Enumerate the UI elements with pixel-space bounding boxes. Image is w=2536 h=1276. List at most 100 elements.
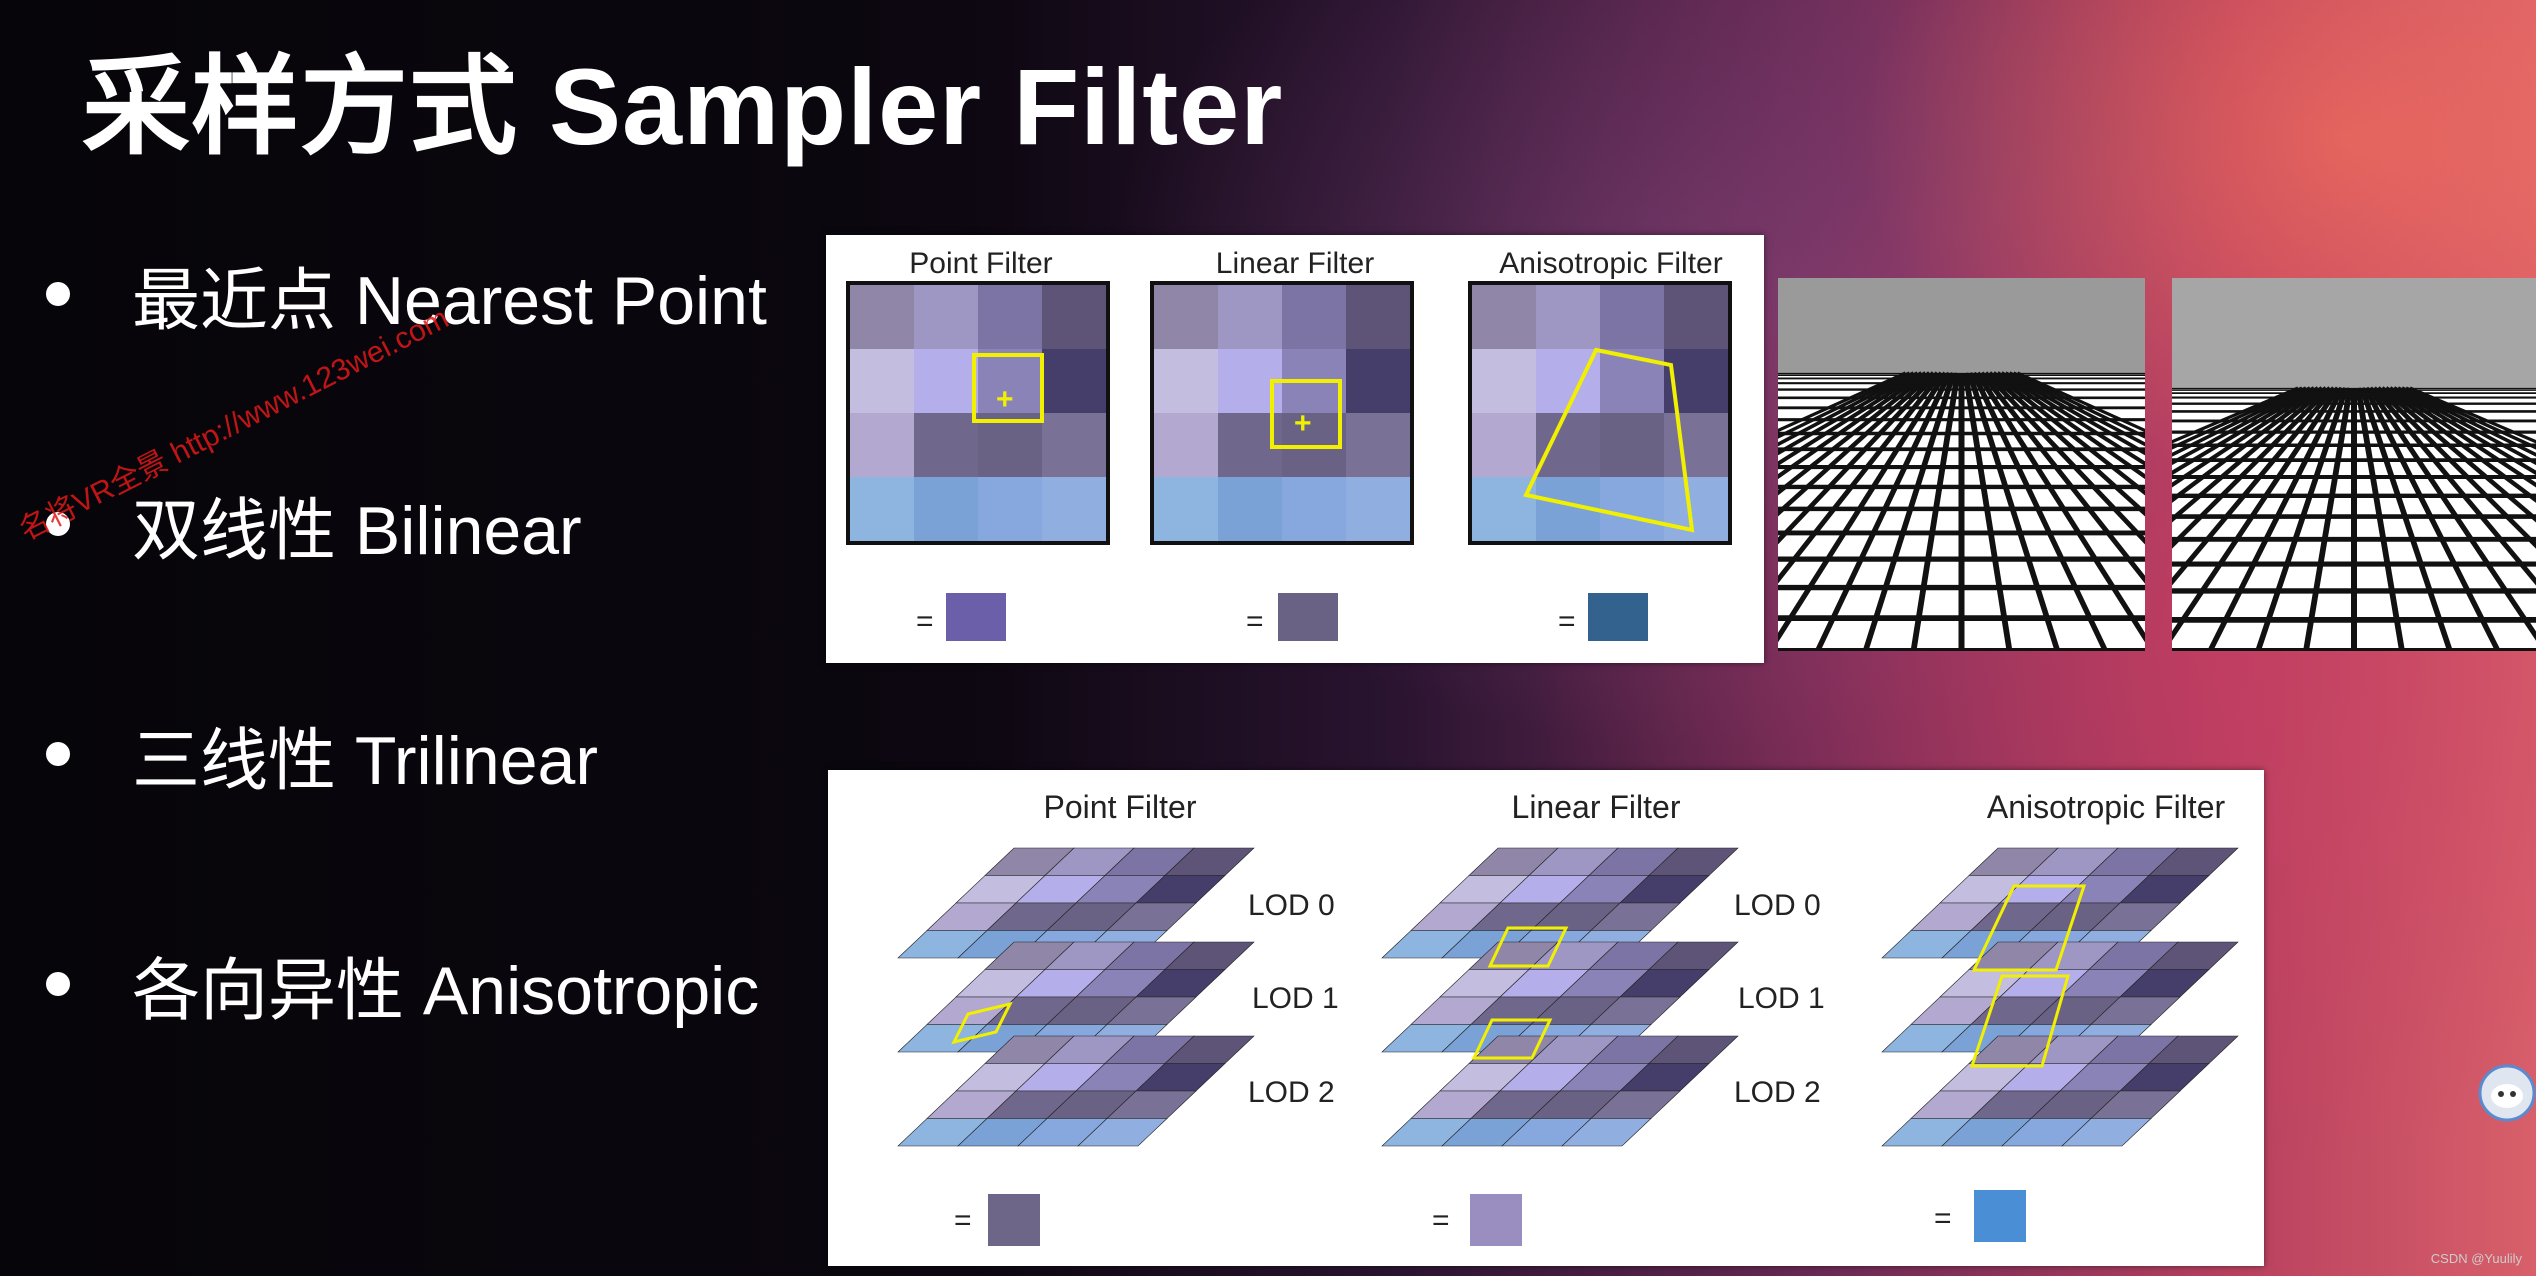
- texel-cell: [1600, 285, 1664, 349]
- lod-label: LOD 2: [1248, 1076, 1335, 1109]
- texel-cell: [1472, 477, 1536, 541]
- bullet-dot: [46, 512, 70, 536]
- sample-footprint-anisotropic: [1523, 347, 1695, 533]
- result-swatch-point: [946, 593, 1006, 641]
- filter-figure-2d: Point Filter Linear Filter Anisotropic F…: [826, 235, 1764, 663]
- lod-label: LOD 1: [1738, 982, 1825, 1015]
- mip-layer: [1881, 1035, 2239, 1147]
- sample-cross-icon: +: [996, 383, 1014, 416]
- sample-footprint-linear: [1270, 379, 1342, 449]
- texel-cell: [1218, 477, 1282, 541]
- bullet-dot: [46, 742, 70, 766]
- texel-cell: [914, 349, 978, 413]
- bullet-anisotropic: 各向异性 Anisotropic: [132, 953, 760, 1029]
- lod-title-anisotropic: Anisotropic Filter: [1987, 789, 2226, 825]
- texel-cell: [1664, 477, 1728, 541]
- texel-cell: [1536, 413, 1600, 477]
- assistant-avatar-icon[interactable]: [2478, 1064, 2536, 1127]
- texel-cell: [1042, 413, 1106, 477]
- panel-title-anisotropic: Anisotropic Filter: [1499, 247, 1722, 280]
- texel-cell: [1536, 285, 1600, 349]
- equals-sign: =: [1558, 605, 1576, 638]
- texel-grid-linear: [1150, 281, 1414, 545]
- sample-cross-icon: +: [1294, 407, 1312, 440]
- sample-footprint-point: [972, 353, 1044, 423]
- texel-cell: [978, 349, 1042, 413]
- bullet-list: 最近点 Nearest Point 双线性 Bilinear 三线性 Trili…: [0, 0, 800, 1276]
- bullet-dot: [46, 282, 70, 306]
- render-filtered-floor: [2172, 278, 2536, 651]
- lod-title-linear: Linear Filter: [1512, 789, 1681, 825]
- texel-cell: [1042, 285, 1106, 349]
- texel-cell: [1664, 413, 1728, 477]
- lod-result-swatch-linear: [1470, 1194, 1522, 1246]
- bullet-bilinear: 双线性 Bilinear: [132, 493, 582, 569]
- texel-cell: [850, 477, 914, 541]
- result-swatch-anisotropic: [1588, 593, 1648, 641]
- texel-cell: [1664, 285, 1728, 349]
- texel-cell: [1218, 285, 1282, 349]
- texel-cell: [978, 285, 1042, 349]
- texel-cell: [1346, 285, 1410, 349]
- lod-title-point: Point Filter: [1044, 789, 1197, 825]
- texel-cell: [1472, 413, 1536, 477]
- lod-label: LOD 0: [1734, 889, 1821, 922]
- panel-title-point: Point Filter: [909, 247, 1052, 280]
- equals-sign: =: [1934, 1202, 1952, 1235]
- texel-cell: [1346, 349, 1410, 413]
- texel-cell: [1346, 477, 1410, 541]
- lod-label: LOD 0: [1248, 889, 1335, 922]
- texel-cell: [1600, 477, 1664, 541]
- footer-credit: CSDN @Yuulily: [2430, 1251, 2522, 1266]
- lod-footprint-anisotropic: [1971, 884, 2087, 972]
- equals-sign: =: [1246, 605, 1264, 638]
- texel-cell: [1282, 285, 1346, 349]
- texel-cell: [1346, 413, 1410, 477]
- panel-title-linear: Linear Filter: [1216, 247, 1374, 280]
- texel-cell: [850, 285, 914, 349]
- filter-figure-mipmap: Point Filter Linear Filter Anisotropic F…: [828, 770, 2264, 1266]
- texel-cell: [1154, 477, 1218, 541]
- mip-layer: [1381, 941, 1739, 1053]
- lod-result-swatch-point: [988, 1194, 1040, 1246]
- mip-texel: [1561, 1118, 1652, 1147]
- mip-texel: [2061, 1118, 2152, 1147]
- texel-cell: [1042, 477, 1106, 541]
- render-aliased-floor: [1778, 278, 2145, 651]
- texel-cell: [1042, 349, 1106, 413]
- texel-grid-point: [846, 281, 1110, 545]
- texel-cell: [850, 349, 914, 413]
- bullet-trilinear: 三线性 Trilinear: [132, 723, 598, 799]
- mip-layer: [897, 847, 1255, 959]
- mip-texel: [1077, 1118, 1168, 1147]
- texel-cell: [1472, 285, 1536, 349]
- texel-cell: [1282, 477, 1346, 541]
- mip-layer: [897, 941, 1255, 1053]
- texel-cell: [1600, 413, 1664, 477]
- slide-title: 采样方式 Sampler Filter: [82, 46, 1284, 167]
- texel-cell: [1154, 413, 1218, 477]
- texel-cell: [1472, 349, 1536, 413]
- equals-sign: =: [1432, 1204, 1450, 1237]
- result-swatch-linear: [1278, 593, 1338, 641]
- mip-layer: [897, 1035, 1255, 1147]
- equals-sign: =: [916, 605, 934, 638]
- lod-footprint-point: [951, 1001, 1013, 1045]
- texel-grid-anisotropic: [1468, 281, 1732, 545]
- lod-result-swatch-anisotropic: [1974, 1190, 2026, 1242]
- lod-footprint-anisotropic: [1969, 974, 2070, 1068]
- texel-cell: [914, 477, 978, 541]
- bullet-nearest-point: 最近点 Nearest Point: [132, 263, 767, 339]
- texel-cell: [1154, 285, 1218, 349]
- mip-layer: [1881, 847, 2239, 959]
- equals-sign: =: [954, 1204, 972, 1237]
- texel-cell: [914, 413, 978, 477]
- mip-layer: [1381, 1035, 1739, 1147]
- texel-cell: [978, 477, 1042, 541]
- texel-cell: [914, 285, 978, 349]
- bullet-dot: [46, 972, 70, 996]
- texel-cell: [978, 413, 1042, 477]
- lod-label: LOD 2: [1734, 1076, 1821, 1109]
- lod-label: LOD 1: [1252, 982, 1339, 1015]
- texel-cell: [1154, 349, 1218, 413]
